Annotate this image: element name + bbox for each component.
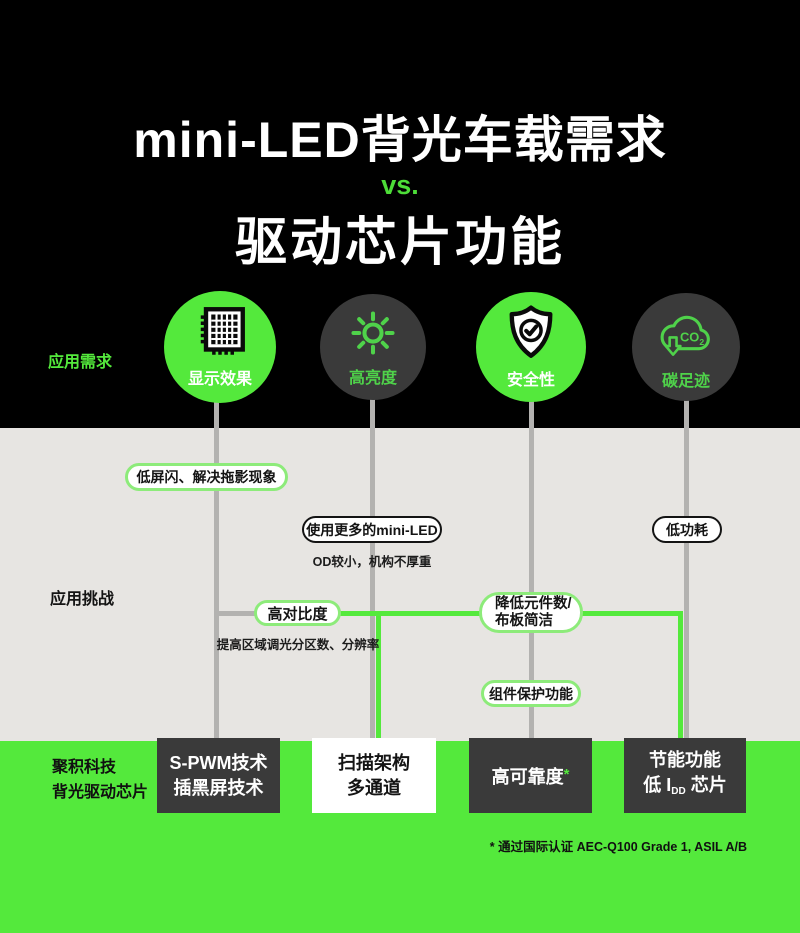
company-label: 聚积科技 背光驱动芯片 bbox=[52, 759, 149, 801]
connector-line-display bbox=[214, 401, 219, 741]
box-energy: 节能功能 低 IDD 芯片 bbox=[624, 738, 746, 813]
pill-more-miniled: 使用更多的mini-LED bbox=[302, 516, 442, 543]
application-needs-label: 应用需求 bbox=[48, 354, 113, 371]
need-carbon-footprint: CO2 碳足迹 bbox=[632, 293, 740, 401]
box-scan: 扫描架构 多通道 bbox=[312, 738, 436, 813]
connector-stub-contrast bbox=[217, 611, 257, 616]
sun-icon bbox=[351, 311, 395, 355]
need-label: 安全性 bbox=[506, 372, 555, 389]
green-line-to-scan-box bbox=[376, 611, 381, 741]
box-reliability: 高可靠度* bbox=[469, 738, 592, 813]
svg-text:CO2: CO2 bbox=[680, 330, 704, 347]
page-title-line1: mini-LED背光车载需求 bbox=[133, 112, 667, 168]
need-label: 显示效果 bbox=[187, 371, 252, 388]
certification-footnote: * 通过国际认证 AEC-Q100 Grade 1, ASIL A/B bbox=[489, 840, 747, 854]
footnote-asterisk: * bbox=[563, 765, 570, 783]
pill-low-flicker: 低屏闪、解决拖影现象 bbox=[125, 463, 288, 491]
green-line-to-energy-box bbox=[678, 611, 683, 741]
need-safety: 安全性 bbox=[476, 292, 586, 402]
connector-line-carbon bbox=[684, 399, 689, 741]
need-label: 高亮度 bbox=[348, 370, 397, 387]
led-matrix-icon bbox=[200, 307, 245, 355]
pill-high-contrast: 高对比度 bbox=[254, 600, 341, 626]
pill-low-power: 低功耗 bbox=[652, 516, 722, 543]
vs-label: vs. bbox=[381, 170, 419, 200]
note-local-dimming: 提高区域调光分区数、分辨率 bbox=[216, 638, 380, 652]
cloud-co2-icon: CO2 bbox=[660, 315, 710, 356]
pill-component-protection: 组件保护功能 bbox=[481, 680, 581, 707]
connector-line-brightness bbox=[370, 398, 375, 741]
need-display-effect: 显示效果 bbox=[164, 291, 276, 403]
need-label: 碳足迹 bbox=[661, 373, 710, 390]
need-high-brightness: 高亮度 bbox=[320, 294, 426, 400]
box-spwm: S-PWM技术 插黑屏技术 bbox=[157, 738, 280, 813]
shield-check-icon bbox=[509, 305, 553, 358]
connector-line-safety bbox=[529, 400, 534, 741]
pill-fewer-components: 降低元件数/ 布板简洁 bbox=[479, 592, 583, 633]
application-challenges-label: 应用挑战 bbox=[50, 591, 115, 608]
idd-subscript: DD bbox=[671, 785, 686, 797]
page-title-line2: 驱动芯片功能 bbox=[234, 214, 565, 272]
note-od: OD较小，机构不厚重 bbox=[312, 555, 432, 569]
